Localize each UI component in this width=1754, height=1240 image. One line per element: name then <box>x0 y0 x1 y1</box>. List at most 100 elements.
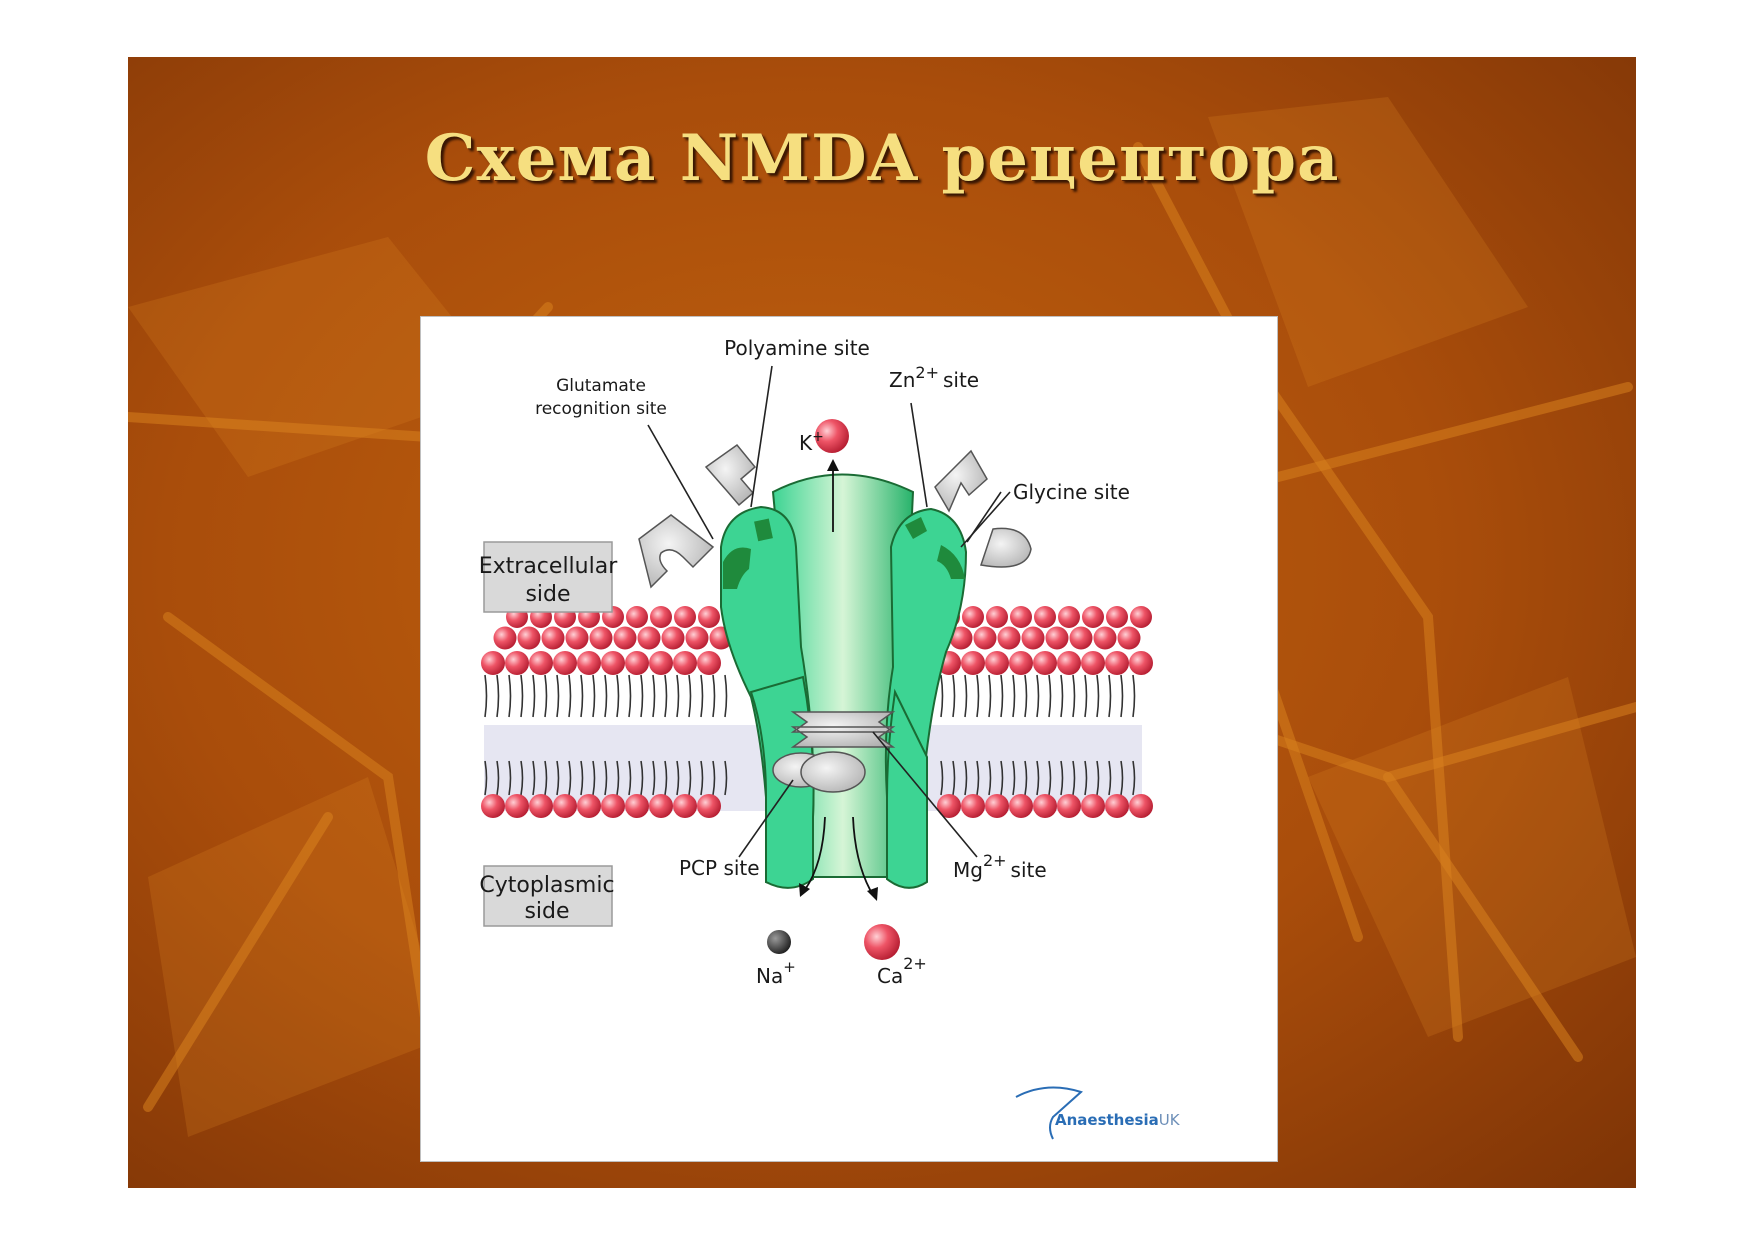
lipid-head <box>493 626 517 650</box>
lipid-head <box>1105 651 1129 675</box>
nmda-receptor-protein <box>720 473 968 889</box>
pcp-ligand-front <box>800 751 866 793</box>
lipid-tail <box>688 674 692 718</box>
lipid-head <box>673 651 697 675</box>
lipid-tail <box>1012 674 1016 718</box>
lipid-tail <box>496 760 500 796</box>
lipid-head <box>1045 626 1069 650</box>
lipid-head <box>1082 606 1104 628</box>
pcp-site-label: PCP site <box>679 856 760 880</box>
lipid-tail <box>556 674 560 718</box>
ion-flow-arrows <box>803 467 874 896</box>
lipid-head <box>697 794 721 818</box>
lipid-tail <box>508 674 512 718</box>
lipid-head <box>1021 626 1045 650</box>
extracellular-label-line1: Extracellular <box>479 554 618 579</box>
svg-text:AnaesthesiaUK: AnaesthesiaUK <box>1055 1111 1181 1129</box>
lipid-tail <box>976 760 980 796</box>
lipid-tail <box>1048 760 1052 796</box>
lipid-tail <box>484 760 488 796</box>
lipid-head <box>529 794 553 818</box>
lipid-tail <box>940 674 944 718</box>
glycine-binding-pocket <box>937 545 965 579</box>
lipid-head <box>1081 794 1105 818</box>
lipid-head <box>649 794 673 818</box>
lipid-head <box>697 651 721 675</box>
lipid-head <box>1105 794 1129 818</box>
lipid-tail <box>676 760 680 796</box>
lipid-tail <box>532 674 536 718</box>
logo-text-bold: Anaesthesia <box>1055 1111 1159 1129</box>
lipid-head <box>1069 626 1093 650</box>
nmda-receptor-figure: Extracellular side Cytoplasmic side Poly… <box>420 316 1278 1162</box>
zn-binding-notch <box>905 517 927 539</box>
lipid-tail <box>520 674 524 718</box>
lipid-head <box>505 651 529 675</box>
glutamate-ligand <box>638 514 715 589</box>
lipid-tail <box>1084 674 1088 718</box>
calcium-ion <box>864 924 900 960</box>
lipid-head <box>1129 651 1153 675</box>
lipid-head <box>685 626 709 650</box>
glutamate-label-line2: recognition site <box>535 399 667 419</box>
lipid-head <box>589 626 613 650</box>
slide-title: Схема NMDA рецептора <box>424 121 1340 196</box>
lipid-tail <box>664 674 668 718</box>
lipid-tail <box>652 674 656 718</box>
lipid-head <box>625 651 649 675</box>
lipid-tail <box>580 760 584 796</box>
lipid-head <box>625 794 649 818</box>
lipid-tail <box>1084 760 1088 796</box>
lipid-tail <box>544 760 548 796</box>
lipid-tail <box>1048 674 1052 718</box>
lipid-head <box>986 606 1008 628</box>
anaesthesia-uk-logo: AnaesthesiaUK <box>1015 1086 1181 1140</box>
lipid-tail <box>532 760 536 796</box>
lipid-head <box>565 626 589 650</box>
lipid-tail <box>1096 674 1100 718</box>
nmda-receptor-diagram: Extracellular side Cytoplasmic side Poly… <box>479 336 1181 1140</box>
extracellular-label-line2: side <box>525 582 570 607</box>
lipid-head <box>1130 606 1152 628</box>
lipid-tail <box>544 674 548 718</box>
lipid-tail <box>484 674 488 718</box>
glutamate-binding-pocket <box>723 547 751 589</box>
lipid-head <box>577 794 601 818</box>
arrow-heads <box>799 459 878 901</box>
lipid-tail <box>592 674 596 718</box>
lipid-tail <box>520 760 524 796</box>
lipid-head <box>1033 651 1057 675</box>
lipid-tail <box>1132 674 1136 718</box>
lipid-head <box>1033 794 1057 818</box>
lipid-tail <box>688 760 692 796</box>
lipid-tail <box>556 760 560 796</box>
lipid-tail <box>652 760 656 796</box>
lipid-head <box>1057 794 1081 818</box>
cytoplasmic-label-line1: Cytoplasmic <box>479 873 614 898</box>
leader-lines <box>647 365 1011 858</box>
lipid-tail <box>724 760 728 796</box>
lipid-head <box>1009 794 1033 818</box>
lipid-tail <box>700 760 704 796</box>
lipid-head <box>1034 606 1056 628</box>
lipid-head <box>481 651 505 675</box>
lipid-head <box>601 651 625 675</box>
polyamine-ligand <box>704 443 757 507</box>
slide: Схема NMDA рецептора <box>128 57 1636 1188</box>
lipid-head <box>997 626 1021 650</box>
zn-site-label: Zn2+site <box>889 363 979 392</box>
lipid-head <box>1129 794 1153 818</box>
lipid-tail <box>988 760 992 796</box>
lipid-head <box>937 794 961 818</box>
lipid-head <box>553 794 577 818</box>
lipid-tail <box>592 760 596 796</box>
lipid-tail <box>1072 760 1076 796</box>
lipid-head <box>601 794 625 818</box>
lipid-head <box>481 794 505 818</box>
lipid-head <box>1117 626 1141 650</box>
lipid-head <box>637 626 661 650</box>
lipid-head <box>529 651 553 675</box>
extracellular-side-box: Extracellular side <box>479 541 618 613</box>
lipid-head <box>1057 651 1081 675</box>
receptor-transmembrane-right <box>886 688 928 889</box>
